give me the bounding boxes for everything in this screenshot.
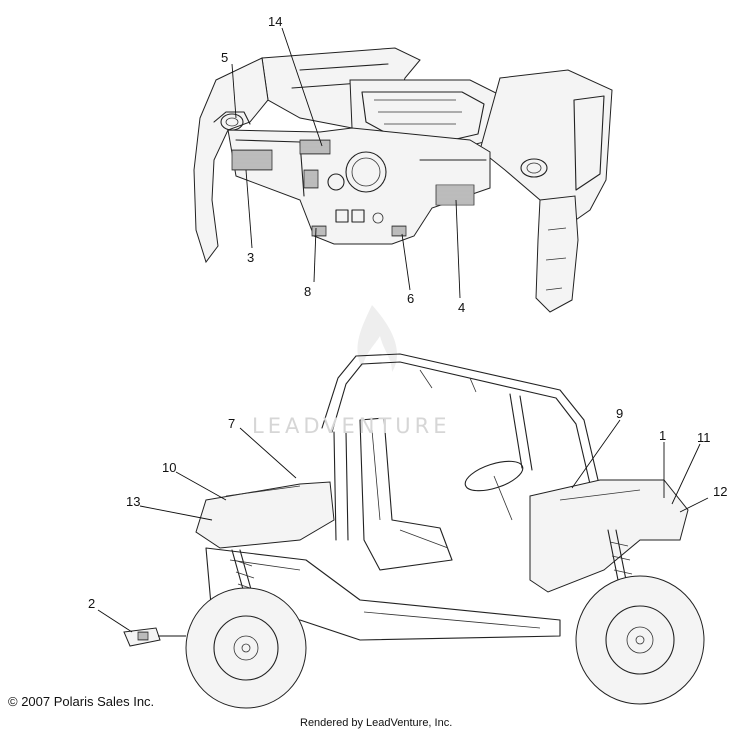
callout-6: 6 [407, 291, 414, 306]
callout-2: 2 [88, 596, 95, 611]
callout-5: 5 [221, 50, 228, 65]
callout-12: 12 [713, 484, 727, 499]
callout-13: 13 [126, 494, 140, 509]
callout-labels: 5 14 3 8 6 4 7 10 13 2 9 1 11 12 [88, 14, 727, 611]
callout-9: 9 [616, 406, 623, 421]
leader-lines [97, 27, 709, 637]
copyright-text: © 2007 Polaris Sales Inc. [8, 694, 155, 709]
callout-4: 4 [458, 300, 465, 315]
vehicle-side-view [123, 353, 705, 709]
watermark-flame-icon [357, 305, 398, 372]
callout-10: 10 [162, 460, 176, 475]
watermark-text: LEADVENTURE [252, 414, 451, 438]
callout-14: 14 [268, 14, 282, 29]
callout-1: 1 [659, 428, 666, 443]
rendered-by-text: Rendered by LeadVenture, Inc. [300, 717, 453, 729]
hood-dash-assembly [193, 47, 613, 313]
callout-7: 7 [228, 416, 235, 431]
callout-3: 3 [247, 250, 254, 265]
callout-11: 11 [697, 430, 711, 445]
callout-8: 8 [304, 284, 311, 299]
